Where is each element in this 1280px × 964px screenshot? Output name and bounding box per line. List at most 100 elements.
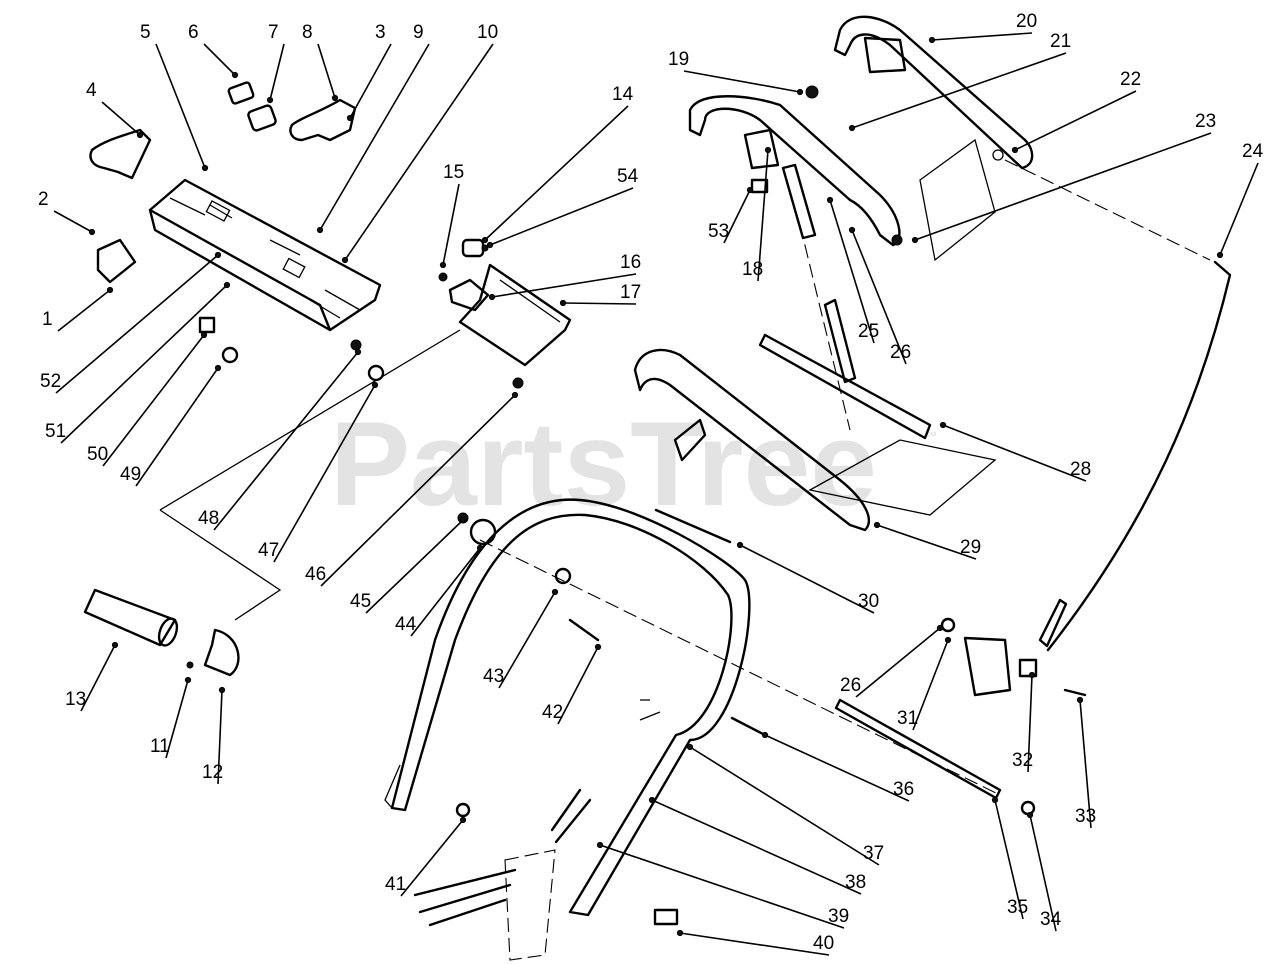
leader-line-35 bbox=[994, 799, 1024, 920]
leader-line-30 bbox=[739, 544, 875, 614]
leader-dot-13 bbox=[111, 641, 119, 649]
leader-dot-36 bbox=[761, 731, 769, 739]
leader-dot-17 bbox=[559, 299, 567, 307]
callout-label: 41 bbox=[385, 874, 406, 895]
dashed-line-rod bbox=[479, 539, 1001, 796]
callout-label: 5 bbox=[140, 22, 151, 43]
assembly-outline-left bbox=[159, 329, 461, 621]
leader-line-34 bbox=[1029, 814, 1057, 932]
leader-dot-9 bbox=[316, 226, 324, 234]
leader-dot-26 bbox=[848, 226, 856, 234]
callout-label: 52 bbox=[40, 371, 61, 392]
leader-line-53 bbox=[723, 189, 751, 244]
leader-dot-20 bbox=[928, 36, 936, 44]
plate-31 bbox=[963, 636, 1012, 697]
callout-label: 26 bbox=[840, 675, 861, 696]
leader-line-28 bbox=[942, 424, 1087, 482]
leader-dot-52 bbox=[214, 251, 222, 259]
switch-16 bbox=[448, 278, 490, 312]
callout-label: 9 bbox=[413, 22, 424, 43]
leader-line-4 bbox=[101, 101, 141, 136]
callout-label: 32 bbox=[1012, 750, 1033, 771]
washer-34 bbox=[1020, 800, 1036, 816]
leader-line-29 bbox=[876, 524, 977, 560]
callout-label: 26 bbox=[890, 342, 911, 363]
washer-48 bbox=[350, 339, 362, 351]
callout-label: 46 bbox=[305, 564, 326, 585]
bracket-17 bbox=[458, 263, 572, 367]
callout-label: 40 bbox=[813, 933, 834, 954]
leader-line-31 bbox=[912, 639, 949, 731]
leader-dot-11 bbox=[184, 676, 192, 684]
lower-handle-assembly bbox=[384, 498, 751, 917]
callout-label: 34 bbox=[1040, 909, 1062, 930]
leader-dot-30 bbox=[736, 541, 744, 549]
leader-dot-8 bbox=[331, 94, 339, 102]
leader-line-37 bbox=[689, 746, 880, 866]
leader-line-54 bbox=[489, 187, 634, 246]
leader-line-45 bbox=[365, 519, 464, 614]
callout-label: 18 bbox=[742, 259, 763, 280]
callout-label: 35 bbox=[1007, 897, 1028, 918]
leader-dot-23 bbox=[911, 236, 919, 244]
callout-label: 7 bbox=[268, 22, 279, 43]
control-box-housing bbox=[148, 178, 382, 332]
callout-label: 45 bbox=[350, 591, 371, 612]
bushing-49 bbox=[221, 346, 239, 364]
leader-line-32 bbox=[1027, 674, 1033, 773]
leader-line-8 bbox=[317, 43, 336, 99]
leader-line-16 bbox=[491, 273, 637, 298]
leader-line-21 bbox=[851, 52, 1067, 129]
leader-dot-7 bbox=[266, 96, 274, 104]
leader-line-19 bbox=[683, 70, 801, 93]
leader-dot-35 bbox=[991, 796, 999, 804]
leader-line-26 bbox=[855, 627, 941, 698]
callout-label: 11 bbox=[150, 736, 170, 757]
leader-dot-38 bbox=[648, 796, 656, 804]
callout-label: 17 bbox=[620, 282, 641, 303]
leader-dot-18 bbox=[764, 146, 772, 154]
callout-label: 30 bbox=[858, 591, 879, 612]
leader-line-40 bbox=[679, 932, 830, 956]
leader-line-18 bbox=[757, 149, 769, 282]
assembly-outline-top bbox=[919, 138, 996, 262]
leader-line-36 bbox=[764, 734, 910, 802]
leader-line-38 bbox=[651, 799, 862, 895]
leader-line-10 bbox=[344, 43, 494, 261]
callout-label: 29 bbox=[960, 537, 981, 558]
leader-dot-12 bbox=[218, 686, 226, 694]
leader-dot-29 bbox=[873, 521, 881, 529]
callout-label: 33 bbox=[1075, 806, 1096, 827]
callout-label: 54 bbox=[617, 166, 639, 187]
leader-dot-15 bbox=[439, 261, 447, 269]
leader-line-22 bbox=[1014, 90, 1137, 151]
screw-11 bbox=[186, 661, 194, 669]
callout-label: 31 bbox=[897, 708, 918, 729]
mounting-plate bbox=[413, 849, 556, 961]
callout-label: 3 bbox=[375, 22, 386, 43]
bolt-36 bbox=[730, 716, 767, 737]
switch-1 bbox=[96, 238, 137, 284]
washer-54 bbox=[481, 244, 489, 252]
leader-dot-54 bbox=[486, 241, 494, 249]
callout-label: 1 bbox=[42, 309, 53, 330]
control-lever-4 bbox=[89, 128, 152, 180]
leader-line-25 bbox=[829, 199, 875, 344]
leader-dot-49 bbox=[214, 364, 222, 372]
callout-label: 49 bbox=[120, 464, 141, 485]
leader-line-2 bbox=[53, 210, 93, 233]
cap-50 bbox=[198, 316, 216, 334]
leader-line-39 bbox=[599, 844, 845, 929]
leader-dot-28 bbox=[939, 421, 947, 429]
callout-label: 39 bbox=[828, 906, 849, 927]
leader-line-42 bbox=[557, 646, 599, 725]
callout-label: 28 bbox=[1070, 459, 1091, 480]
leader-dot-51 bbox=[223, 281, 231, 289]
callout-label: 48 bbox=[198, 508, 219, 529]
callout-label: 14 bbox=[612, 84, 634, 105]
leader-dot-21 bbox=[848, 124, 856, 132]
rod-30 bbox=[654, 508, 732, 544]
upper-handle-assembly bbox=[633, 15, 1034, 532]
leader-dot-46 bbox=[511, 391, 519, 399]
